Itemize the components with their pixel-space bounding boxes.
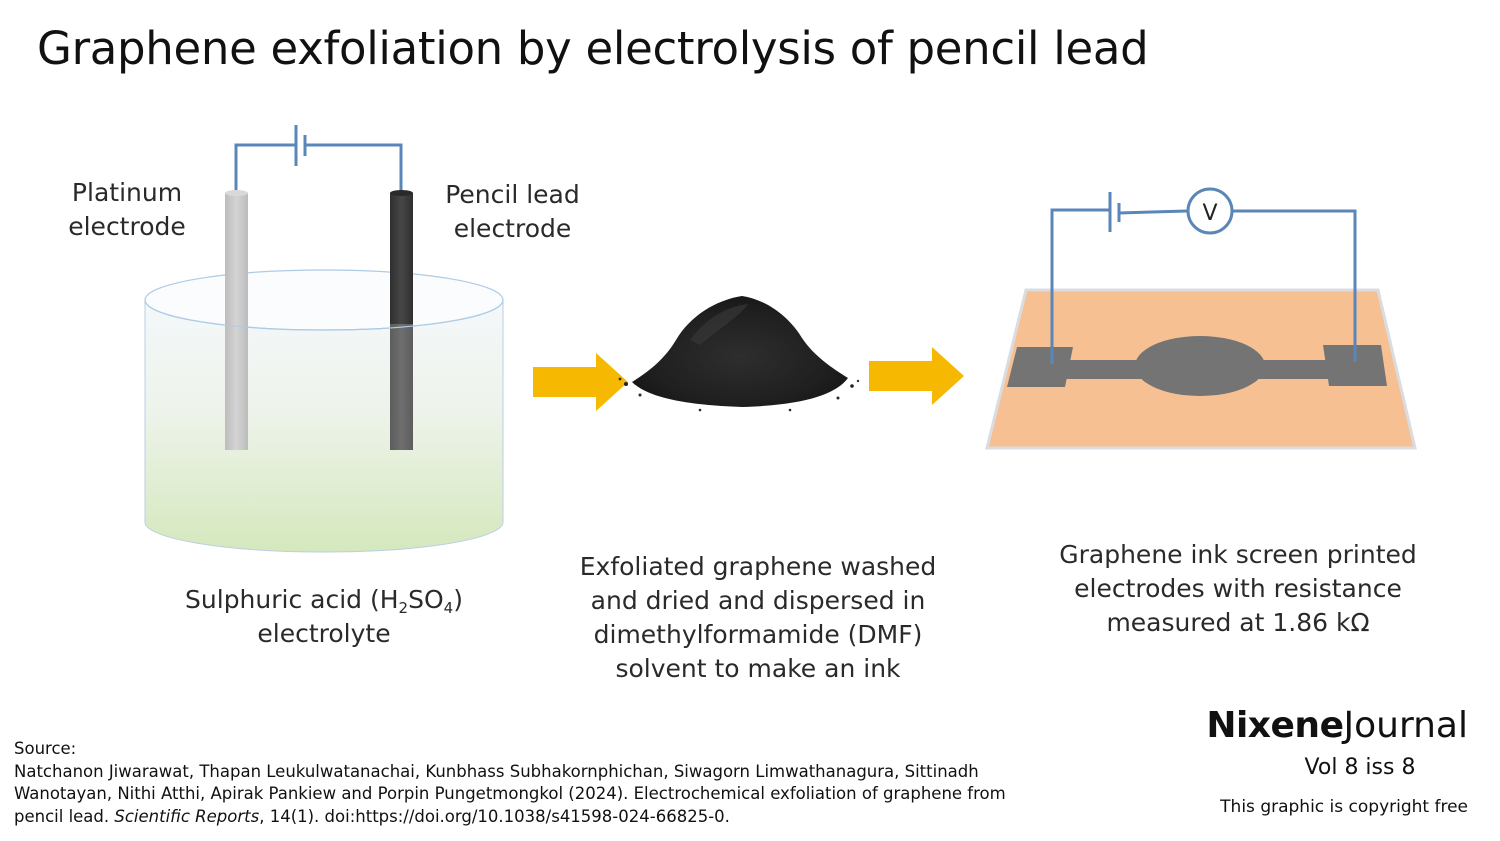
circuit-wire-right — [305, 143, 403, 195]
electrolyte-caption: Sulphuric acid (H2SO4) electrolyte — [185, 585, 463, 648]
arrow-right-icon — [533, 353, 628, 411]
copyright-note: This graphic is copyright free — [1220, 797, 1468, 817]
contact-pad-left — [1007, 347, 1073, 387]
graphene-powder-icon — [618, 296, 860, 412]
platinum-rod — [225, 193, 248, 450]
contact-pad-right — [1323, 345, 1387, 386]
electrolysis-circuit — [234, 125, 403, 195]
circuit-wire-left — [1050, 208, 1110, 364]
printed-electrode-board — [985, 288, 1417, 450]
voltmeter-symbol: V — [1202, 201, 1217, 226]
printed-electrodes-caption: Graphene ink screen printed electrodes w… — [1059, 540, 1417, 637]
pencil-lead-electrode — [390, 190, 413, 450]
issue-number: Vol 8 iss 8 — [1304, 755, 1416, 780]
measurement-circuit: V — [1050, 187, 1357, 364]
graphene-ink-caption: Exfoliated graphene washed and dried and… — [579, 552, 937, 683]
voltmeter-icon — [1186, 187, 1234, 235]
platinum-electrode — [225, 190, 248, 450]
page-title: Graphene exfoliation by electrolysis of … — [37, 22, 1149, 75]
journal-name: Scientific Reports — [114, 806, 260, 826]
pencil-lead-electrode-label: Pencil lead electrode — [445, 180, 580, 243]
brand-logo: NixeneJournal — [1206, 705, 1468, 746]
circuit-wire-left — [234, 143, 296, 195]
electrolyte-liquid — [144, 299, 504, 553]
pencil-lead-rod — [390, 193, 413, 450]
platinum-electrode-label: Platinum electrode — [68, 178, 186, 241]
arrow-right-icon — [869, 347, 964, 405]
beaker-rim-front — [144, 299, 504, 331]
ink-electrode-pad — [1135, 336, 1265, 396]
source-citation: Source: Natchanon Jiwarawat, Thapan Leuk… — [14, 739, 1006, 826]
beaker — [144, 269, 504, 553]
circuit-wire-right — [1233, 209, 1357, 362]
